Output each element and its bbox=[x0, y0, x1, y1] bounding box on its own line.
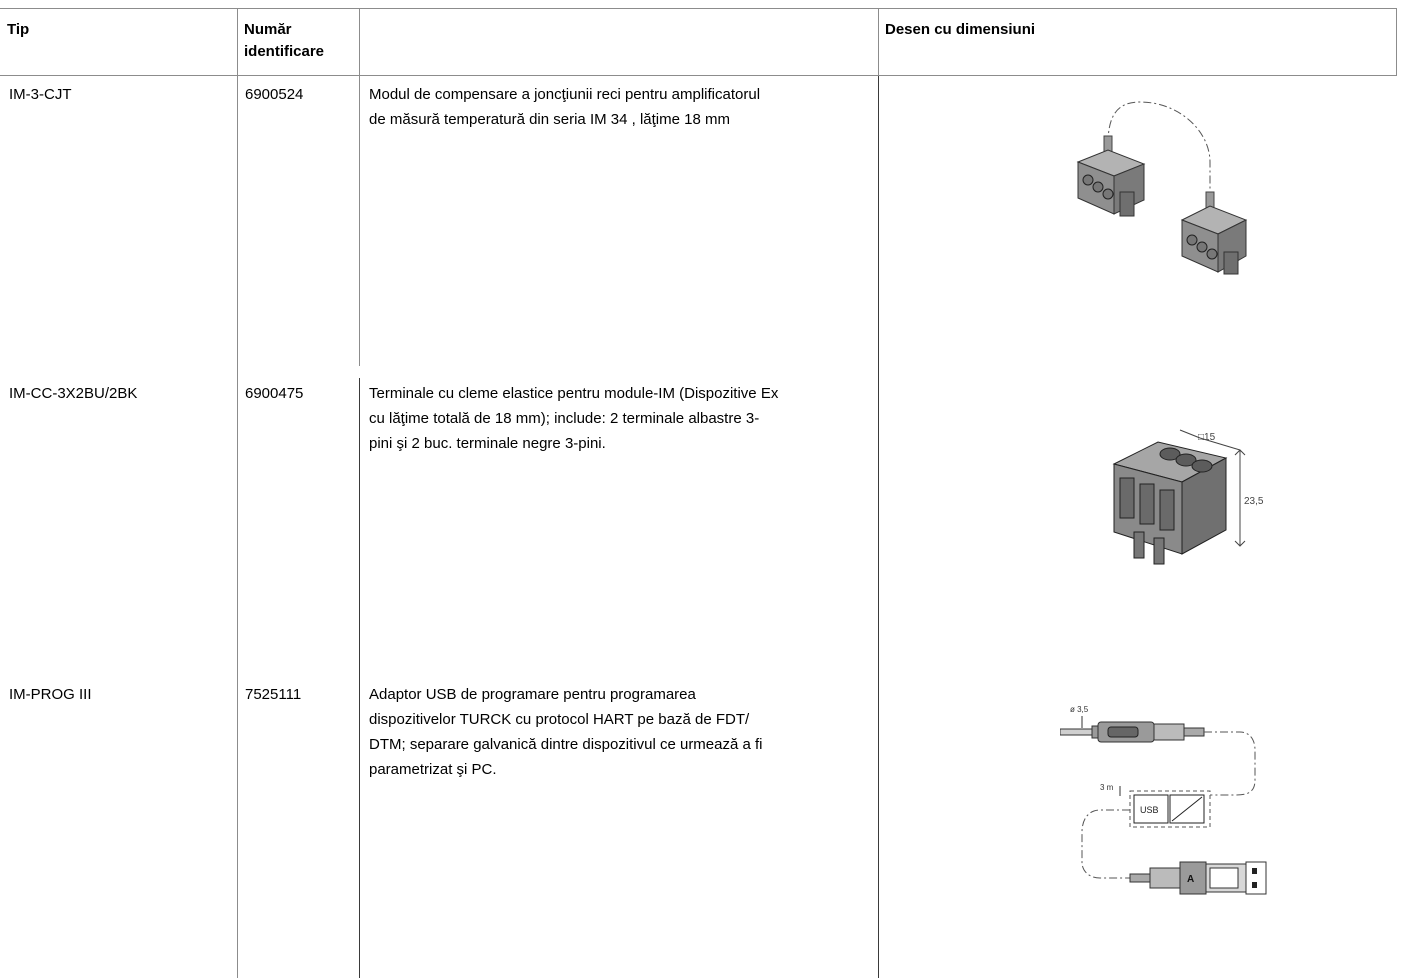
header-cell-drawing: Desen cu dimensiuni bbox=[878, 8, 1397, 76]
header-rule-1 bbox=[237, 8, 238, 76]
row-3-desc-line-4: parametrizat şi PC. bbox=[369, 761, 497, 778]
row-3-type: IM-PROG III bbox=[9, 686, 92, 703]
row-1-id: 6900524 bbox=[245, 86, 304, 103]
column-rule-2b bbox=[359, 378, 360, 978]
row-3-description: Adaptor USB de programare pentru program… bbox=[369, 682, 879, 782]
row-2-dim-height: 23,5 bbox=[1244, 496, 1264, 507]
row-2-dim-width: □15 bbox=[1198, 432, 1216, 443]
row-3-dim-cable: 3 m bbox=[1100, 783, 1114, 792]
row-2-desc-line-3: pini şi 2 buc. terminale negre 3-pini. bbox=[369, 435, 606, 452]
row-1-description: Modul de compensare a joncţiunii reci pe… bbox=[369, 82, 879, 132]
row-2-desc-line-1: Terminale cu cleme elastice pentru modul… bbox=[369, 385, 779, 402]
header-cell-type: Tip bbox=[0, 8, 237, 76]
header-drawing-label: Desen cu dimensiuni bbox=[885, 21, 1036, 38]
header-type-label: Tip bbox=[7, 21, 30, 38]
row-3-id: 7525111 bbox=[245, 686, 302, 703]
row-3-dim-plug: ø 3,5 bbox=[1070, 705, 1089, 714]
terminal-blocks-pair-icon bbox=[1076, 101, 1248, 275]
column-rule-1 bbox=[237, 76, 238, 978]
row-3-desc-line-2: dispozitivelor TURCK cu protocol HART pe… bbox=[369, 711, 750, 728]
header-cell-desc bbox=[359, 8, 878, 76]
row-2-desc-line-2: cu lăţime totală de 18 mm); include: 2 t… bbox=[369, 410, 760, 427]
header-rule-3 bbox=[878, 8, 879, 76]
row-3-desc-line-1: Adaptor USB de programare pentru program… bbox=[369, 686, 696, 703]
header-rule-2 bbox=[359, 8, 360, 76]
row-1-desc-line-1: Modul de compensare a joncţiunii reci pe… bbox=[369, 86, 761, 103]
column-rule-2a bbox=[359, 76, 360, 366]
row-3-usb-label: USB bbox=[1140, 805, 1159, 815]
header-rule-4 bbox=[1396, 8, 1397, 76]
column-rule-3 bbox=[878, 76, 879, 978]
spring-clamp-terminal-icon: □15 23,5 bbox=[1112, 429, 1264, 565]
row-1-type: IM-3-CJT bbox=[9, 86, 72, 103]
row-3-desc-line-3: DTM; separare galvanică dintre dispoziti… bbox=[369, 736, 763, 753]
row-2-type: IM-CC-3X2BU/2BK bbox=[9, 385, 138, 402]
usb-adapter-icon: ø 3,5 3 m USB A bbox=[1060, 705, 1267, 895]
row-1-desc-line-2: de măsură temperatură din seria IM 34 , … bbox=[369, 111, 730, 128]
row-2-description: Terminale cu cleme elastice pentru modul… bbox=[369, 381, 879, 456]
row-2-id: 6900475 bbox=[245, 385, 304, 402]
row-3-connector-label: A bbox=[1187, 874, 1194, 885]
